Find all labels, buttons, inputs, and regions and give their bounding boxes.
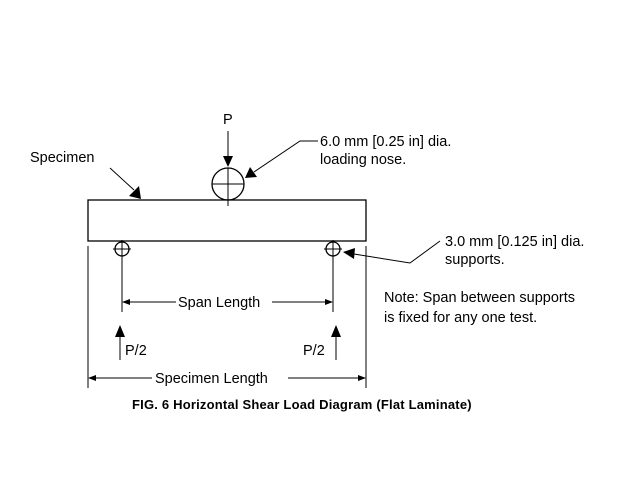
note-line2: is fixed for any one test. — [384, 310, 537, 326]
load-label: P — [223, 112, 233, 128]
right-support — [324, 240, 342, 258]
left-reaction-label: P/2 — [125, 343, 147, 359]
supports-label-line1: 3.0 mm [0.125 in] dia. — [445, 234, 584, 250]
span-length-label: Span Length — [178, 295, 260, 311]
left-support — [113, 240, 131, 258]
nose-leader — [245, 140, 318, 178]
specimen-length-dimension — [87, 246, 367, 388]
specimen-label: Specimen — [30, 150, 94, 166]
supports-label-line2: supports. — [445, 252, 505, 268]
note-line1: Note: Span between supports — [384, 290, 575, 306]
specimen-leader — [109, 167, 141, 199]
specimen-beam — [87, 199, 367, 242]
right-reaction-arrow — [331, 325, 341, 360]
supports-leader — [343, 240, 441, 264]
specimen-length-label: Specimen Length — [155, 371, 268, 387]
loading-nose — [211, 167, 245, 206]
right-reaction-label: P/2 — [303, 343, 325, 359]
nose-label-line2: loading nose. — [320, 152, 406, 168]
nose-label-line1: 6.0 mm [0.25 in] dia. — [320, 134, 451, 150]
span-dimension — [121, 258, 334, 312]
figure-caption: FIG. 6 Horizontal Shear Load Diagram (Fl… — [132, 397, 472, 412]
load-arrow — [223, 131, 233, 167]
left-reaction-arrow — [115, 325, 125, 360]
